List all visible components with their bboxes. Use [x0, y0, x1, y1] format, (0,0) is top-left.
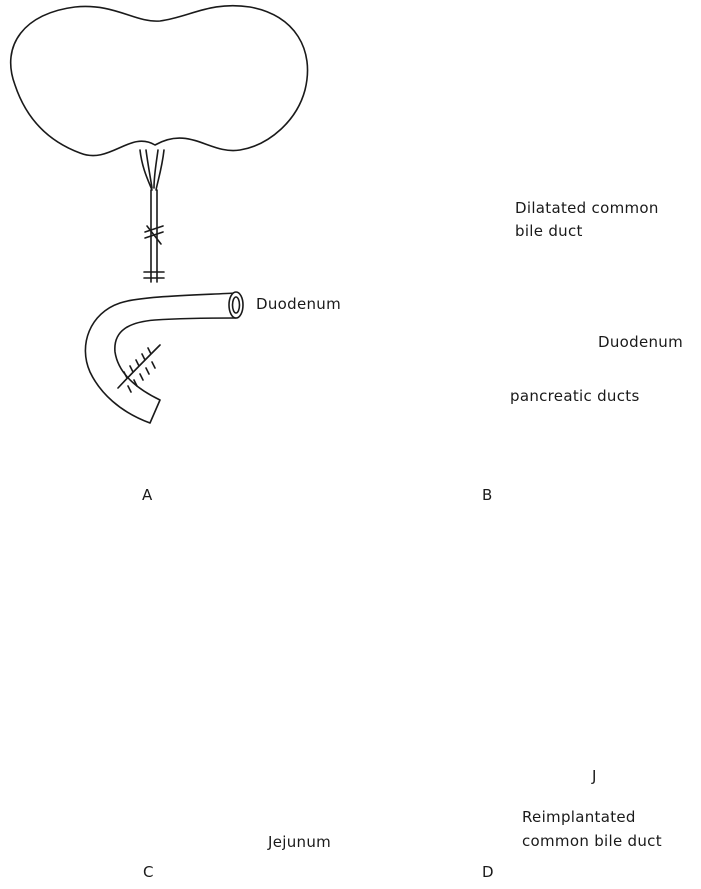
ligature-a2	[144, 272, 164, 278]
panel-a-drawing	[11, 6, 308, 423]
ligature-a1	[145, 226, 163, 244]
label-j: J	[592, 766, 597, 787]
pancreatic-sutures-a	[118, 345, 160, 392]
label-jejunum: Jejunum	[268, 832, 331, 853]
hepatic-ducts-a	[140, 150, 164, 190]
label-reimplantated: Reimplantated	[522, 807, 636, 828]
label-bile-duct: bile duct	[515, 221, 583, 242]
panel-letter-d: D	[482, 863, 494, 881]
label-pancreatic-ducts: pancreatic ducts	[510, 386, 640, 407]
label-common-bile-duct: common bile duct	[522, 831, 662, 852]
panel-letter-a: A	[142, 486, 152, 504]
label-dilatated-common: Dilatated common	[515, 198, 659, 219]
liver-a	[11, 6, 308, 156]
label-duodenum-a: Duodenum	[256, 294, 341, 315]
panel-letter-b: B	[482, 486, 492, 504]
duodenum-a	[85, 293, 236, 423]
panel-letter-c: C	[143, 863, 153, 881]
duodenum-opening-a	[229, 292, 243, 318]
label-duodenum-b: Duodenum	[598, 332, 683, 353]
